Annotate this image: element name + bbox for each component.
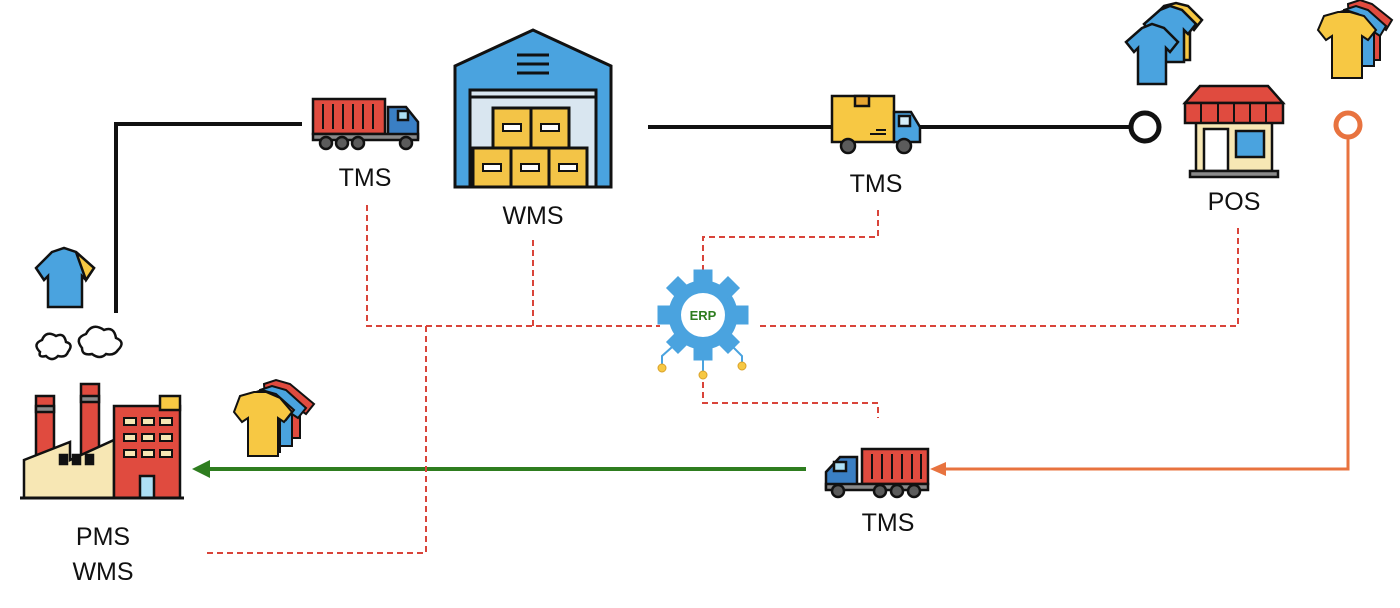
factory-return-line [192,460,806,478]
tms-top-truck-icon [311,97,420,151]
warehouse-icon [453,28,613,189]
pos-label: POS [1207,188,1261,216]
factory-pms-label: PMS [75,523,131,551]
factory-to-tms-line [114,122,302,313]
return-endpoint-ring [1333,110,1363,140]
return-flow-line [930,110,1363,476]
erp-links [205,205,1239,554]
tms-bottom-label: TMS [861,509,915,537]
colorful-shirts-icon [1316,0,1394,79]
factory-wms-label: WMS [72,558,134,586]
wms-label: WMS [502,202,564,230]
shirt-stack-icon [1124,1,1204,86]
tms-bottom-truck-icon [824,447,930,499]
tms-top-label: TMS [338,164,392,192]
tms-mid-label: TMS [849,170,903,198]
erp-gear-icon: ERP [657,269,749,380]
blue-shirt-icon [34,246,96,309]
store-icon [1182,84,1286,179]
tms-mid-truck-icon [830,94,922,155]
store-endpoint-ring [1128,110,1162,144]
erp-label: ERP [690,308,717,323]
main-flow-lines [114,122,1130,313]
colorful-shirts-bundle-icon [232,378,316,457]
factory-icon [20,325,184,500]
